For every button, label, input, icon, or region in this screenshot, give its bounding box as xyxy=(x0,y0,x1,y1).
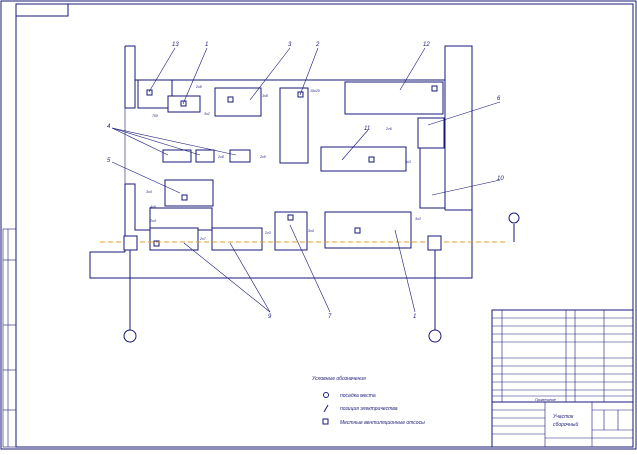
svg-text:4х6: 4х6 xyxy=(150,205,156,209)
callout-1: 1 xyxy=(205,42,208,48)
svg-text:2х8: 2х8 xyxy=(217,155,224,159)
equipment-9 xyxy=(149,227,199,251)
equipment-10 xyxy=(419,147,446,209)
callout-11: 11 xyxy=(364,126,370,132)
svg-text:3х8: 3х8 xyxy=(262,94,268,98)
equipment-9b xyxy=(211,227,263,251)
equipment-12 xyxy=(344,81,444,115)
svg-text:2х6: 2х6 xyxy=(385,127,392,131)
dimension-notes: 700 3х2 3х8 10х20 2х8 2х6 3х3 2х5 3х4 4х… xyxy=(146,85,421,241)
equipment-11 xyxy=(320,146,407,172)
callout-7: 7 xyxy=(328,314,332,320)
svg-text:2х7: 2х7 xyxy=(199,237,207,241)
svg-text:3х3: 3х3 xyxy=(405,160,411,164)
inner-frame xyxy=(15,3,634,448)
column-markers xyxy=(123,212,520,343)
callout-9: 9 xyxy=(268,314,272,320)
equipment-8 xyxy=(149,207,213,231)
callout-6: 6 xyxy=(497,96,501,102)
callout-5: 5 xyxy=(107,158,111,164)
equipment-13 xyxy=(137,79,173,109)
callout-1b: 1 xyxy=(413,314,416,320)
tick-icon xyxy=(323,404,329,413)
equipment xyxy=(137,79,446,251)
legend: Условные обозначения посадка места позиц… xyxy=(312,376,425,426)
specification-table: Примечание xyxy=(491,309,634,403)
callout-2: 2 xyxy=(315,42,320,48)
svg-text:3х4: 3х4 xyxy=(308,229,314,233)
svg-text:3х2: 3х2 xyxy=(204,112,210,116)
svg-text:2х5: 2х5 xyxy=(259,155,266,159)
equipment-5 xyxy=(164,179,214,207)
svg-text:10х20: 10х20 xyxy=(310,89,320,93)
circle-icon xyxy=(323,392,329,398)
top-left-stamp xyxy=(15,3,69,17)
legend-item-1: посадка места xyxy=(340,393,376,399)
legend-item-3: Местные вентиляционные отсосы xyxy=(340,420,425,426)
equipment-6 xyxy=(417,117,445,149)
callout-labels: 13 1 3 2 12 6 10 11 4 5 9 7 1 xyxy=(107,42,504,320)
legend-title: Условные обозначения xyxy=(312,376,366,382)
equipment-3 xyxy=(214,87,262,117)
callout-13: 13 xyxy=(172,42,179,48)
drawing-title-line1: Участок xyxy=(553,414,574,420)
building-outline xyxy=(89,45,473,279)
leader-lines xyxy=(111,47,501,313)
callout-10: 10 xyxy=(497,176,504,182)
equipment-4c xyxy=(229,149,251,163)
callout-12: 12 xyxy=(423,42,430,48)
svg-text:3х4: 3х4 xyxy=(146,190,152,194)
left-margin-strip xyxy=(2,228,17,448)
svg-text:2х3: 2х3 xyxy=(264,231,271,235)
spec-header: Примечание xyxy=(535,398,556,402)
svg-text:2х4: 2х4 xyxy=(149,219,156,223)
equipment-2 xyxy=(279,87,309,164)
drawing-title-line2: сборочный xyxy=(553,421,578,428)
square-icon xyxy=(322,418,329,425)
svg-text:3х3: 3х3 xyxy=(415,217,421,221)
svg-text:700: 700 xyxy=(152,114,158,118)
title-block: Участок сборочный xyxy=(491,401,634,448)
svg-text:2х8: 2х8 xyxy=(195,85,202,89)
legend-item-2: позиция электричества xyxy=(340,406,398,412)
equipment-4a xyxy=(162,149,192,163)
callout-3: 3 xyxy=(288,42,292,48)
equipment-4b xyxy=(195,149,215,163)
callout-4: 4 xyxy=(107,124,111,130)
